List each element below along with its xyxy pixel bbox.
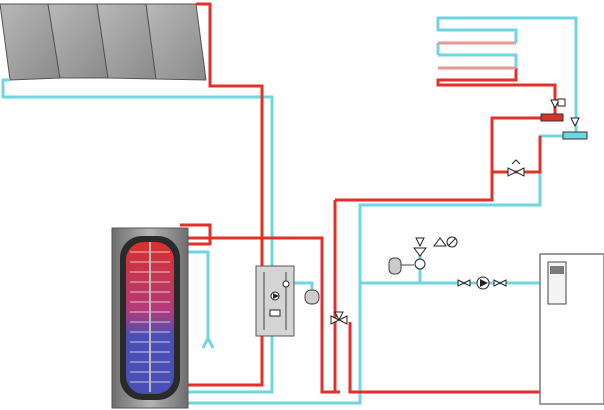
solar-collector-array — [0, 3, 207, 81]
heating-circuit-pump — [457, 276, 507, 290]
floor-heating-circuits — [438, 41, 516, 70]
manifold-cold-bar — [562, 131, 588, 140]
floor-manifold — [507, 98, 588, 177]
tank-cold-tap-fork — [201, 334, 215, 349]
tank-cold-tap — [188, 250, 210, 338]
collector-panel-4 — [145, 3, 207, 81]
solar-storage-tank — [111, 227, 189, 409]
station-to-tank-cold — [188, 310, 274, 394]
expansion-line — [293, 281, 314, 290]
safety-valve-group — [388, 236, 458, 275]
floor-loop-hot — [436, 68, 557, 118]
tank-hot-out-1 — [180, 223, 212, 246]
expansion-vessel — [304, 289, 320, 305]
boiler-hot-feed — [348, 322, 540, 394]
station-gauge-icon — [282, 280, 290, 288]
station-housing — [255, 265, 295, 337]
floor-loop-cold-bottom — [438, 53, 518, 70]
solar-pump-station — [255, 265, 295, 337]
main-cold-trunk — [188, 134, 560, 405]
tank-hot-out-2 — [188, 236, 340, 394]
floor-hot-supply — [492, 136, 542, 174]
three-way-mixing-valve — [330, 311, 348, 325]
manifold-hot-bar — [540, 113, 564, 122]
mixer-hot-riser — [335, 116, 555, 202]
collector-cold-line — [1, 78, 274, 268]
boiler-display — [550, 266, 564, 274]
collector-hot-line — [188, 2, 264, 387]
hot-pipe-network — [180, 2, 557, 394]
wall-hung-boiler — [539, 253, 604, 405]
